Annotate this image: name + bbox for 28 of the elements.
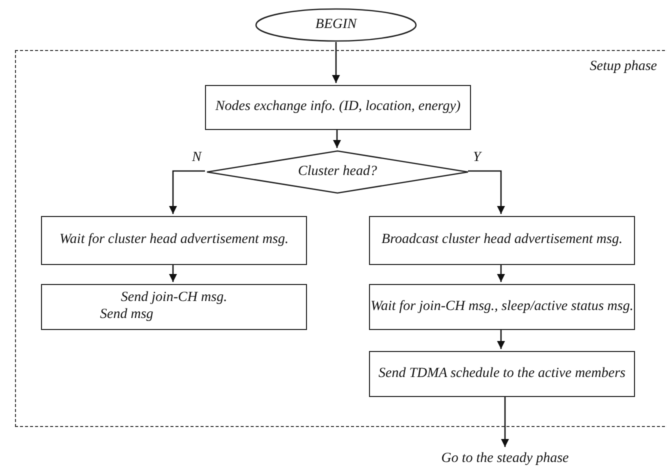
step-text: Send join-CH msg. xyxy=(120,290,228,307)
arrow xyxy=(169,264,177,282)
arrow xyxy=(332,42,340,83)
step-text: Wait for join-CH msg., sleep/active status msg. xyxy=(370,298,634,316)
step-text: Go to the steady phase xyxy=(441,450,569,468)
process-box xyxy=(369,216,635,265)
arrow xyxy=(501,396,509,447)
arrow xyxy=(169,170,205,214)
arrow xyxy=(333,129,341,148)
process-box xyxy=(369,351,635,397)
arrow xyxy=(497,329,505,349)
step-text: BEGIN xyxy=(315,16,357,34)
process-box xyxy=(205,85,471,130)
step-text: Broadcast cluster head advertisement msg. xyxy=(382,232,622,249)
arrow xyxy=(468,170,505,214)
step-text: Nodes exchange info. (ID, location, energy) xyxy=(215,99,461,116)
process-box xyxy=(369,284,635,330)
step-text: Cluster head? xyxy=(298,164,377,180)
process-box xyxy=(41,216,307,265)
phase-label: Setup phase xyxy=(590,59,657,76)
arrow xyxy=(497,264,505,282)
step-text: Wait for cluster head advertisement msg. xyxy=(60,232,288,249)
decision-diamond xyxy=(206,150,469,194)
start-ellipse xyxy=(255,8,417,42)
phase-region xyxy=(15,50,667,427)
step-text: Send TDMA schedule to the active members xyxy=(378,366,626,382)
step-text: Send msg xyxy=(100,307,154,324)
process-box xyxy=(41,284,307,330)
